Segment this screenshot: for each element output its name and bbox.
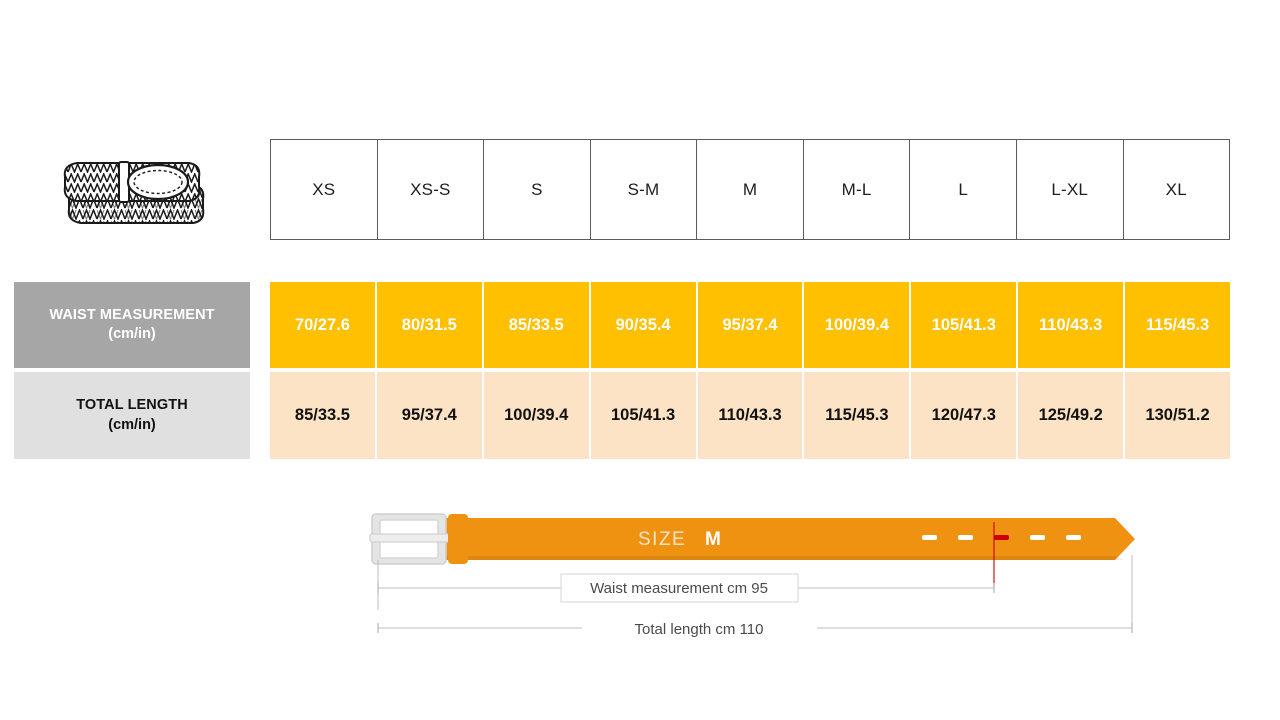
measurement-cell: 70/27.6 <box>270 282 377 368</box>
row-label-line2: (cm/in) <box>108 416 156 433</box>
belt-hole <box>958 535 973 540</box>
measurement-cell: 110/43.3 <box>697 372 805 459</box>
waist-dimension-line: Waist measurement cm 95 <box>377 573 995 603</box>
size-header-cell: L-XL <box>1017 140 1124 239</box>
belt-measurement-diagram: SIZE M Waist measurement cm 95 Total len… <box>360 500 1160 660</box>
row-label-total-length: TOTAL LENGTH (cm/in) <box>14 372 250 459</box>
size-header-cell: XS-S <box>378 140 485 239</box>
measurement-cell: 90/35.4 <box>590 282 698 368</box>
waist-measurement-caption: Waist measurement cm 95 <box>590 580 768 597</box>
row-label-waist-measurement: WAIST MEASUREMENT (cm/in) <box>14 282 250 368</box>
measurement-cell: 105/41.3 <box>911 282 1019 368</box>
size-header-cell: M-L <box>804 140 911 239</box>
belt-hole <box>1066 535 1081 540</box>
row-gap <box>250 372 270 459</box>
size-header-cell: L <box>910 140 1017 239</box>
measurement-cell: 95/37.4 <box>697 282 805 368</box>
row-label-line1: TOTAL LENGTH <box>76 397 188 414</box>
row-label-line2: (cm/in) <box>108 326 156 342</box>
belt-hole <box>922 535 937 540</box>
size-header-cell: M <box>697 140 804 239</box>
measurement-cell: 120/47.3 <box>911 372 1019 459</box>
row-label-line1: WAIST MEASUREMENT <box>49 306 215 323</box>
belt-hole <box>1030 535 1045 540</box>
measurement-cell: 125/49.2 <box>1018 372 1126 459</box>
measurement-cell: 100/39.4 <box>483 372 591 459</box>
size-header-cell: S-M <box>591 140 698 239</box>
measurement-cell: 110/43.3 <box>1018 282 1126 368</box>
size-header-cell: S <box>484 140 591 239</box>
measurement-cell: 100/39.4 <box>804 282 912 368</box>
measurement-cell: 85/33.5 <box>270 372 377 459</box>
belt-strap <box>444 518 1135 560</box>
measurement-cell: 130/51.2 <box>1125 372 1231 459</box>
belt-size-value-label: M <box>705 529 721 550</box>
belt-hole-highlighted <box>994 535 1009 540</box>
measurement-cell: 85/33.5 <box>483 282 591 368</box>
size-header-cell: XL <box>1165 179 1187 199</box>
product-belt-icon <box>55 143 215 243</box>
measurement-cell: 105/41.3 <box>590 372 698 459</box>
total-length-dimension-line: Total length cm 110 <box>377 616 1133 640</box>
size-header-cell: XS <box>271 140 378 239</box>
belt-keeper-loop <box>448 514 468 564</box>
row-gap <box>250 282 270 368</box>
total-length-caption: Total length cm 110 <box>635 621 764 638</box>
measurement-cell: 80/31.5 <box>376 282 484 368</box>
measurement-cell: 115/45.3 <box>1125 282 1231 368</box>
belt-size-prefix-label: SIZE <box>638 529 686 550</box>
belt-holes <box>922 535 1081 540</box>
measurement-cell: 95/37.4 <box>376 372 484 459</box>
belt-buckle-icon <box>369 513 453 565</box>
measurement-cell: 115/45.3 <box>804 372 912 459</box>
